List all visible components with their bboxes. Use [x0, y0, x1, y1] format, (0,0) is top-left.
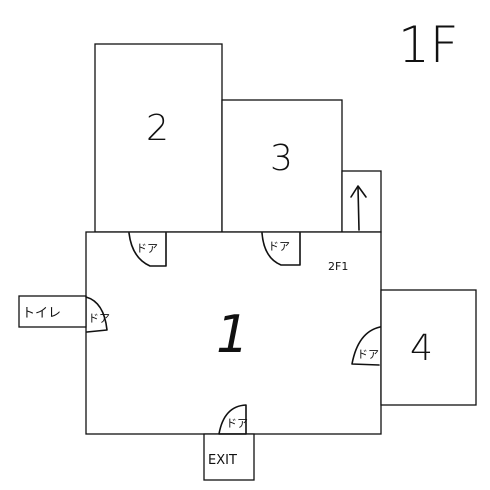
- stairs-up-arrow-icon: [350, 185, 367, 231]
- room-1[interactable]: [85, 231, 382, 435]
- stairs-box[interactable]: [341, 170, 382, 233]
- room-3[interactable]: [221, 99, 343, 233]
- room-2-number: 2: [146, 108, 169, 149]
- door-label: ドア: [88, 312, 110, 325]
- door-toilet[interactable]: ドア: [85, 296, 110, 333]
- exit-label: EXIT: [208, 453, 237, 468]
- door-room-4[interactable]: ドア: [351, 326, 381, 366]
- exit[interactable]: [203, 433, 255, 481]
- toilet-label: トイレ: [22, 306, 61, 321]
- room-2[interactable]: [94, 43, 223, 233]
- room-3-number: 3: [270, 138, 293, 179]
- door-room-3[interactable]: ドア: [261, 232, 301, 266]
- floor-label: 1F: [398, 16, 459, 74]
- room-4[interactable]: [380, 289, 477, 406]
- room-1-number: 1: [216, 305, 249, 365]
- door-label: ドア: [136, 242, 158, 255]
- room-4-number: 4: [410, 328, 433, 369]
- door-exit[interactable]: ドア: [218, 404, 248, 435]
- door-label: ドア: [268, 240, 290, 253]
- door-label: ドア: [226, 417, 248, 430]
- door-label: ドア: [357, 348, 379, 361]
- stairs-label: 2F1: [328, 260, 348, 273]
- door-room-2[interactable]: ドア: [128, 232, 167, 267]
- toilet[interactable]: [18, 295, 87, 328]
